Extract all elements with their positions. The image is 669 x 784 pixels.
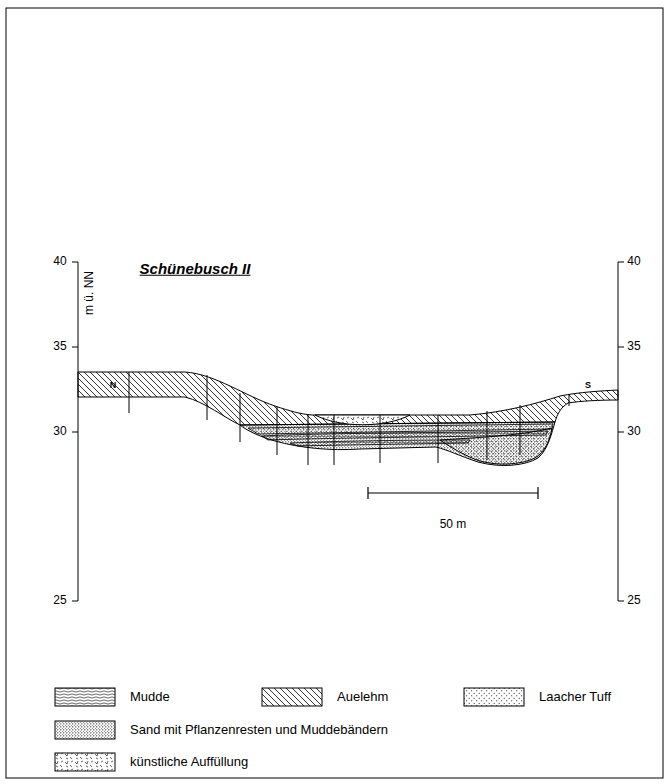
tick-label: 30 [627,425,640,438]
auelehm-layer [78,372,618,425]
legend-text: Laacher Tuff [539,690,611,704]
borehole [129,372,569,465]
tick-label: 35 [53,340,66,353]
legend-swatch [464,688,524,706]
axis-unit: m ü. NN [83,271,96,315]
elevation-axis [72,262,624,601]
legend-swatch [55,753,115,771]
scale-label: 50 m [440,518,467,531]
legend-swatch [261,687,323,707]
sand-layer [240,422,555,465]
scale-bar [368,487,538,499]
tick-label: 25 [53,594,66,607]
fill-lens [315,415,410,425]
tick-label: 25 [627,594,640,607]
tick-label: 40 [627,255,640,268]
direction-label: N [110,381,117,391]
direction-label: S [585,381,591,391]
tick-label: 30 [53,425,66,438]
legend-swatch [262,688,322,706]
section-title: Schünebusch II [140,261,251,278]
legend-swatch [54,687,116,707]
legend-text: Sand mit Pflanzenresten und Muddebändern [130,723,388,737]
legend-text: künstliche Auffüllung [130,755,248,769]
tick-label: 35 [627,340,640,353]
legend-swatch [55,688,115,706]
legend-swatch [55,721,115,739]
legend-text: Auelehm [337,690,388,704]
legend-text: Mudde [130,690,170,704]
legend-swatch [54,720,116,740]
legend-swatch [463,687,525,707]
fill-lens [315,415,410,425]
mudde-band [262,431,548,440]
legend-swatch [54,752,116,772]
tick-label: 40 [53,255,66,268]
